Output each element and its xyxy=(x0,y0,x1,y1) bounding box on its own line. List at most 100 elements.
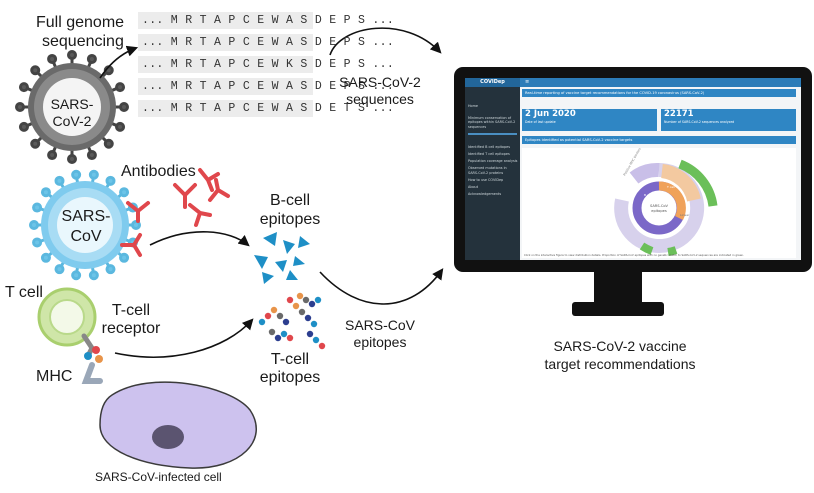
virus-spike-head xyxy=(105,175,116,186)
sidebar-item-mutations-2[interactable]: SARS-CoV-2 proteins xyxy=(468,170,504,175)
virus-spike-head xyxy=(86,150,97,161)
virus-spike-head xyxy=(88,169,99,180)
virus-label-line1: SARS- xyxy=(50,96,94,112)
sidebar-item-tcell[interactable]: Identified T cell epitopes xyxy=(468,152,510,157)
sequence-row-2: ... M R T A P C E W A S D E P S ... xyxy=(138,34,394,51)
epitope-bead xyxy=(264,312,272,320)
sidebar-item-about[interactable]: About xyxy=(468,185,479,190)
epitope-bead xyxy=(286,296,294,304)
sars-cov-label-1: SARS- xyxy=(61,208,111,225)
epitope-bead xyxy=(304,314,312,322)
virus-spike-head xyxy=(67,154,77,164)
sequence-count-value: 22171 xyxy=(664,109,694,119)
arrows xyxy=(99,27,444,358)
app-logo[interactable]: COVIDep xyxy=(465,78,520,87)
update-date-caption: Date of last update xyxy=(525,120,556,124)
monitor-caption-2: target recommendations xyxy=(544,356,696,372)
t-cell-epitopes-icon xyxy=(258,292,326,350)
sars-cov-label-2: CoV xyxy=(70,228,102,245)
virus-spike-head xyxy=(119,187,130,198)
epitope-bead xyxy=(268,328,276,336)
b-cell-epitopes-label-2: epitopes xyxy=(259,211,321,228)
sars2-sequences-label-2: sequences xyxy=(346,91,414,107)
virus-spike-head xyxy=(30,65,41,76)
virus-spike-head xyxy=(18,82,29,93)
virus-spike-head xyxy=(54,175,65,186)
virus-spike-head xyxy=(47,53,58,64)
epitope-bead xyxy=(306,330,314,338)
epitope-bead xyxy=(310,320,318,328)
sequencing-label: sequencing xyxy=(42,33,124,50)
sidebar-item-home[interactable]: Home xyxy=(468,104,479,108)
sunburst-panel: SARS-CoV epitopes Positive MHC binders B… xyxy=(522,148,796,258)
sarscov-epitopes-label-1: SARS-CoV xyxy=(344,317,416,333)
epitope-bead xyxy=(308,300,316,308)
virus-spike-head xyxy=(115,82,126,93)
b-cell-epitopes-label-1: B-cell xyxy=(269,192,310,209)
menu-icon[interactable]: ≡ xyxy=(525,79,530,85)
virus-spike-head xyxy=(30,138,41,149)
dashboard-screen: COVIDep ≡ Home Minimum conservation of e… xyxy=(465,78,801,260)
sidebar-conservation-2: epitopes within SARS-CoV-2 xyxy=(468,120,516,125)
epitope-bead xyxy=(302,296,310,304)
b-cell-epitopes-icon xyxy=(254,232,310,284)
virus-spike-head xyxy=(15,102,25,112)
epitopes-section-bar: Epitopes identified as potential SARS-Co… xyxy=(522,136,796,144)
chart-ring-label-bcell: B cell xyxy=(644,193,652,197)
virus-spike-head xyxy=(29,220,39,230)
epitope-bead xyxy=(292,302,300,310)
antibodies-icon xyxy=(120,168,230,257)
antibodies-label: Antibodies xyxy=(121,163,196,180)
header-bar: Real-time reporting of vaccine target re… xyxy=(522,89,796,97)
epitope-bead xyxy=(280,330,288,338)
conservation-slider[interactable] xyxy=(468,132,517,135)
t-cell-icon xyxy=(37,287,97,359)
sequence-row-5: ... M R T A P C E W A S D E T S ... xyxy=(138,100,394,117)
virus-spike-head xyxy=(32,202,43,213)
sequence-row-1: ... M R T A P C E W A S D E P S ... xyxy=(138,12,394,29)
infected-cell-label: SARS-CoV-infected cell xyxy=(95,470,222,484)
chart-center-label-2: epitopes xyxy=(651,209,667,213)
sunburst-chart[interactable]: SARS-CoV epitopes Positive MHC binders B… xyxy=(522,148,796,258)
monitor-caption-1: SARS-CoV-2 vaccine xyxy=(553,338,687,354)
sidebar-conservation-1: Minimum conservation of xyxy=(468,116,512,121)
chart-center-label-1: SARS-CoV xyxy=(650,204,669,208)
chart-footer-text: Click on the interactive figure to view … xyxy=(524,253,745,257)
virus-spike-head xyxy=(32,237,43,248)
virus-spike-head xyxy=(88,270,99,281)
receptor-label-2: receptor xyxy=(101,320,161,337)
virus-spike-head xyxy=(119,102,129,112)
epitope-bead xyxy=(312,336,320,344)
virus-spike-head xyxy=(115,121,126,132)
virus-spike-head xyxy=(18,121,29,132)
dashboard-main: Real-time reporting of vaccine target re… xyxy=(522,89,799,258)
mhc-label: MHC xyxy=(36,368,73,385)
sidebar-item-howto[interactable]: How to use COVIDep xyxy=(468,177,504,182)
infected-cell-icon xyxy=(99,381,257,469)
epitope-bead xyxy=(258,318,266,326)
epitope-bead xyxy=(296,292,304,300)
sequence-row-3: ... M R T A P C E W K S D E P S ... xyxy=(138,56,394,73)
virus-spike-head xyxy=(103,138,114,149)
epitope-bead xyxy=(274,334,282,342)
sars-cov-2-virus-icon xyxy=(15,50,129,164)
sidebar-item-acknowledgements[interactable]: Acknowledgements xyxy=(468,192,502,197)
virus-spike-head xyxy=(131,220,141,230)
mhc-complex-icon xyxy=(81,346,103,384)
virus-spike-head xyxy=(119,252,130,263)
epitope-bead xyxy=(286,334,294,342)
virus-spike-head xyxy=(105,264,116,275)
sars2-sequences-label-1: SARS-CoV-2 xyxy=(339,74,421,90)
dashboard-sidebar: Home Minimum conservation of epitopes wi… xyxy=(465,87,520,260)
sidebar-item-mutations-1[interactable]: Observed mutations in xyxy=(468,166,507,171)
epitope-bead xyxy=(276,312,284,320)
epitope-bead xyxy=(298,308,306,316)
dashboard-topbar xyxy=(465,78,801,87)
virus-spike-head xyxy=(86,53,97,64)
sidebar-item-bcell[interactable]: Identified B cell epitopes xyxy=(468,144,511,149)
sidebar-item-population[interactable]: Population coverage analysis xyxy=(468,159,518,164)
virus-spike-head xyxy=(40,187,51,198)
sarscov-epitopes-label-2: epitopes xyxy=(353,334,407,350)
sequence-row-4: ... M R T A P C E W A S D E P S ... xyxy=(138,78,394,95)
sidebar-conservation-3: sequences xyxy=(468,124,487,129)
